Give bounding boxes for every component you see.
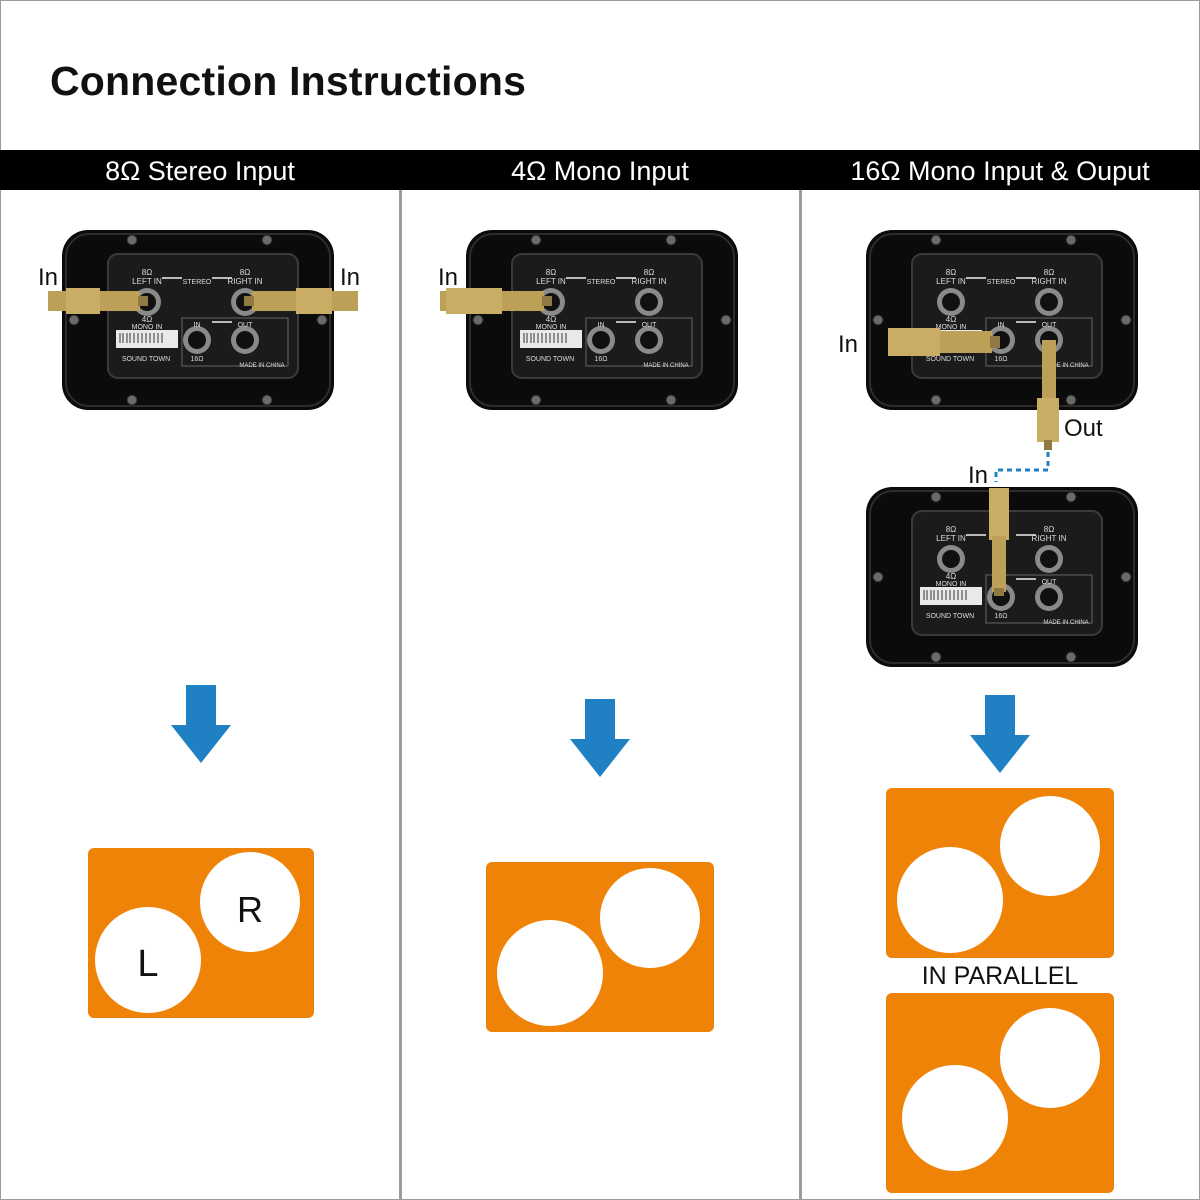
label-in-second: In [968,462,988,489]
column-heading-stereo: 8Ω Stereo Input [105,156,295,186]
svg-text:SOUND TOWN: SOUND TOWN [526,356,574,363]
column-divider-1 [399,190,402,1200]
label-in-right: In [340,264,360,291]
speaker-right [200,852,300,952]
svg-text:8Ω: 8Ω [946,268,956,277]
label-in-16: In [838,331,858,358]
plate-left-ohm: 8Ω [142,268,152,277]
column-heading-mono-16: 16Ω Mono Input & Ouput [850,156,1150,186]
svg-text:16Ω: 16Ω [994,613,1007,620]
svg-text:RIGHT IN: RIGHT IN [1032,534,1067,543]
svg-text:16Ω: 16Ω [994,356,1007,363]
plate-mono-ohm: 4Ω [142,315,152,324]
svg-text:4Ω: 4Ω [946,572,956,581]
svg-text:LEFT IN: LEFT IN [936,277,966,286]
header-band [0,150,1200,190]
jack-plate-mono-4: 8Ω LEFT IN STEREO 8Ω RIGHT IN 4Ω MONO IN… [465,229,739,411]
column-heading-mono-4: 4Ω Mono Input [511,156,689,186]
jack-plate-bottom: 8Ω LEFT IN 8Ω RIGHT IN 4Ω MONO IN OUT 16… [865,486,1139,668]
plate-in-label: IN [194,322,201,329]
svg-text:MONO IN: MONO IN [936,581,967,588]
svg-text:MONO IN: MONO IN [536,324,567,331]
svg-text:8Ω: 8Ω [546,268,556,277]
svg-text:8Ω: 8Ω [946,525,956,534]
svg-text:OUT: OUT [642,322,658,329]
speaker-cabinet-16-top [886,788,1114,958]
plate-stereo: STEREO [183,279,212,286]
plate-right-ohm: 8Ω [240,268,250,277]
speaker-cabinet-stereo: L R [88,848,314,1018]
plate-brand: SOUND TOWN [122,356,170,363]
label-left: L [137,943,158,985]
page-title: Connection Instructions [50,58,527,104]
jack-plate-top: 8Ω LEFT IN STEREO 8Ω RIGHT IN 4Ω MONO IN… [865,229,1139,411]
svg-text:4Ω: 4Ω [946,315,956,324]
svg-text:RIGHT IN: RIGHT IN [632,277,667,286]
cable-second-in [989,488,1009,596]
daisy-chain-link [994,452,1050,482]
cable-left-in [48,288,148,314]
svg-text:SOUND TOWN: SOUND TOWN [926,613,974,620]
plate-mono-in: MONO IN [132,324,163,331]
jack-plate-stereo: 8Ω LEFT IN STEREO 8Ω RIGHT IN 4Ω MONO IN… [61,229,335,411]
svg-text:SOUND TOWN: SOUND TOWN [926,356,974,363]
svg-text:MADE IN CHINA: MADE IN CHINA [1043,363,1088,369]
arrow-down-icon [970,695,1030,773]
svg-text:16Ω: 16Ω [594,356,607,363]
svg-text:RIGHT IN: RIGHT IN [1032,277,1067,286]
cable-16-out [1037,340,1059,450]
svg-text:MADE IN CHINA: MADE IN CHINA [1043,620,1088,626]
label-in-parallel: IN PARALLEL [922,962,1079,990]
column-divider-2 [799,190,802,1200]
plate-left-in: LEFT IN [132,277,162,286]
svg-text:4Ω: 4Ω [546,315,556,324]
speaker-cabinet-mono-4 [486,862,714,1032]
svg-text:MADE IN CHINA: MADE IN CHINA [643,363,688,369]
plate-16-ohm: 16Ω [190,356,203,363]
speaker-left [95,907,201,1013]
svg-text:OUT: OUT [1042,579,1058,586]
svg-text:8Ω: 8Ω [644,268,654,277]
speaker-cabinet-16-bottom [886,993,1114,1193]
svg-text:STEREO: STEREO [587,279,616,286]
arrow-down-icon [570,699,630,777]
svg-text:8Ω: 8Ω [1044,525,1054,534]
plate-made-in: MADE IN CHINA [239,363,284,369]
label-right: R [237,889,263,930]
svg-text:STEREO: STEREO [987,279,1016,286]
label-in-left: In [38,264,58,291]
cable-mono-in [440,288,552,314]
cable-right-in [244,288,358,314]
svg-text:LEFT IN: LEFT IN [936,534,966,543]
svg-text:IN: IN [998,322,1005,329]
svg-text:IN: IN [598,322,605,329]
svg-text:OUT: OUT [1042,322,1058,329]
cable-16-in [888,328,1000,356]
svg-text:LEFT IN: LEFT IN [536,277,566,286]
svg-text:MONO IN: MONO IN [936,324,967,331]
label-out-16: Out [1064,415,1103,442]
label-in-mono-4: In [438,264,458,291]
arrow-down-icon [171,685,231,763]
plate-out-label: OUT [238,322,254,329]
svg-text:8Ω: 8Ω [1044,268,1054,277]
plate-right-in: RIGHT IN [228,277,263,286]
